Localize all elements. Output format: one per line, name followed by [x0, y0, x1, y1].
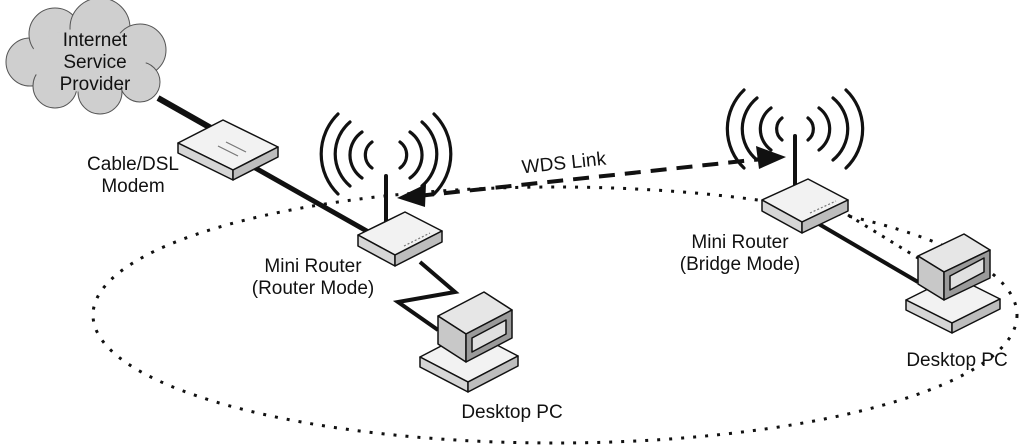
isp-label-line-2: Service: [63, 52, 127, 73]
isp-label-line-3: Provider: [59, 74, 131, 95]
desktop-pc-left-icon: [419, 291, 519, 393]
isp-to-modem-cable: [156, 95, 220, 135]
modem-to-router-cable: [248, 162, 374, 237]
wireless-coverage-ellipse: [91, 185, 1019, 445]
wds-link-line: [417, 157, 763, 198]
bridge-to-pc-cable: [810, 218, 920, 284]
desktop-pc-left-label: Desktop PC: [461, 402, 563, 423]
modem-label-line-1: Cable/DSL: [87, 154, 179, 175]
router-mode-label-line-1: Mini Router: [264, 256, 362, 277]
router-mode-icon: [357, 174, 443, 267]
internet-cloud-icon: [5, 0, 167, 115]
desktop-pc-right-label: Desktop PC: [906, 350, 1008, 371]
wds-arrowhead-right: [756, 146, 786, 169]
bridge-mode-label-line-2: (Bridge Mode): [679, 254, 801, 275]
isp-label-line-1: Internet: [62, 30, 128, 51]
bridge-mode-label: Mini Router (Bridge Mode): [675, 232, 805, 276]
bridge-side-dashed-line: [847, 213, 919, 260]
desktop-pc-right-icon: [905, 233, 1001, 334]
bridge-mode-label-line-1: Mini Router: [691, 232, 789, 253]
isp-label: Internet Service Provider: [50, 30, 140, 96]
router-to-pc-cable: [392, 260, 460, 332]
bridge-mode-icon: [761, 134, 849, 234]
bridge-wireless-signal-icon: [725, 88, 865, 170]
router-mode-label: Mini Router (Router Mode): [248, 256, 378, 300]
router-wireless-signal-icon: [319, 112, 453, 196]
modem-icon: [177, 119, 279, 181]
modem-label: Cable/DSL Modem: [78, 154, 188, 198]
router-mode-label-line-2: (Router Mode): [251, 278, 375, 299]
wds-arrowhead-left: [397, 184, 426, 207]
modem-label-line-2: Modem: [101, 176, 165, 197]
